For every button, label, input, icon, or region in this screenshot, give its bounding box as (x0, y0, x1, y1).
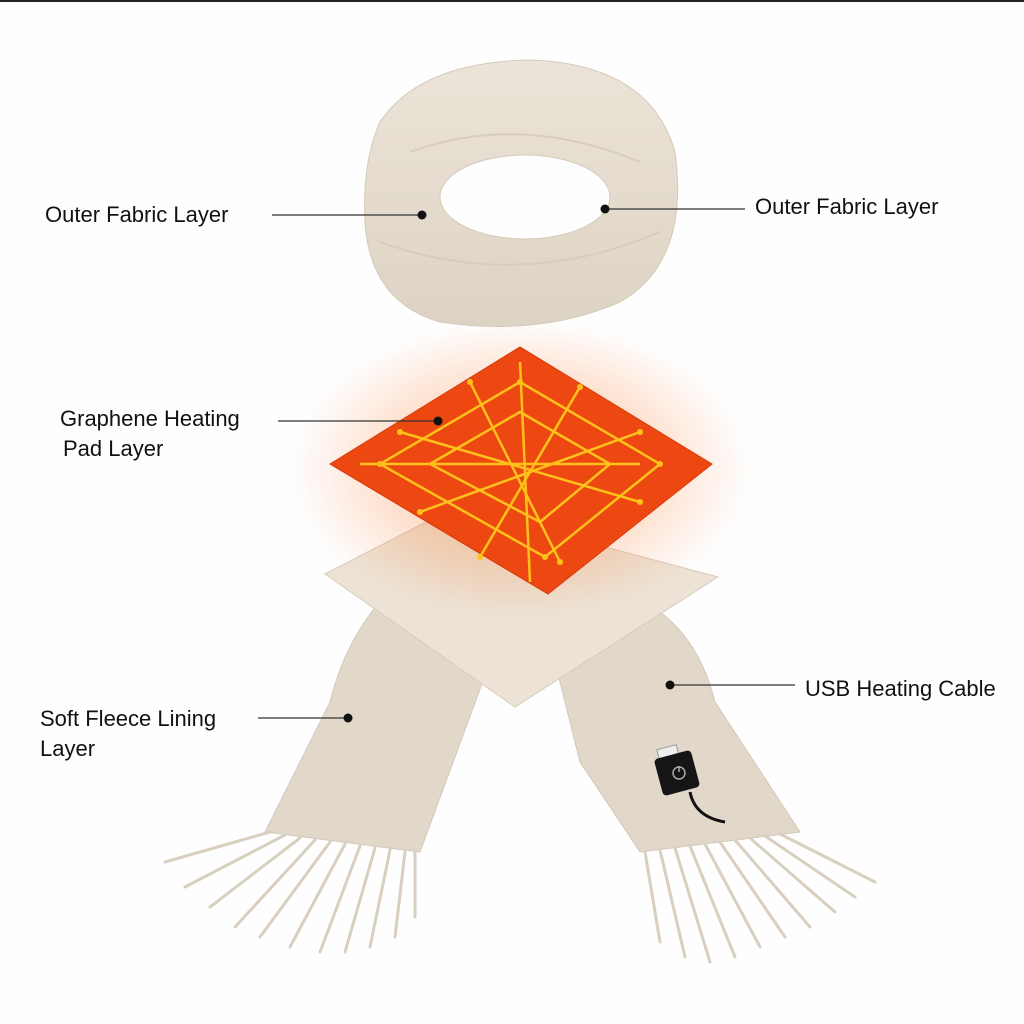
scarf-left-tail (163, 600, 491, 954)
label-fleece-line1: Soft Fleece Lining (40, 706, 217, 731)
label-fleece-line2: Layer (40, 736, 96, 761)
label-graphene-pad: Graphene Heating Pad Layer (60, 404, 240, 464)
label-fleece-lining: Soft Fleece Lining Layer (40, 704, 216, 764)
usb-power-plug-icon (654, 744, 726, 824)
right-fringe (643, 832, 877, 964)
leader-dots (343, 204, 675, 723)
label-usb-cable: USB Heating Cable (805, 676, 996, 701)
outer-fabric-ring (364, 59, 679, 327)
label-outer-fabric-right: Outer Fabric Layer (755, 194, 939, 219)
label-outer-fabric-left: Outer Fabric Layer (45, 202, 229, 227)
graphene-heating-pad (329, 346, 713, 595)
leader-lines (258, 208, 795, 719)
label-graphene-line1: Graphene Heating (60, 406, 240, 431)
scarf-right-tail (554, 610, 877, 964)
left-fringe (163, 830, 417, 954)
heating-circuit (360, 361, 663, 583)
label-graphene-line2: Pad Layer (63, 436, 164, 461)
